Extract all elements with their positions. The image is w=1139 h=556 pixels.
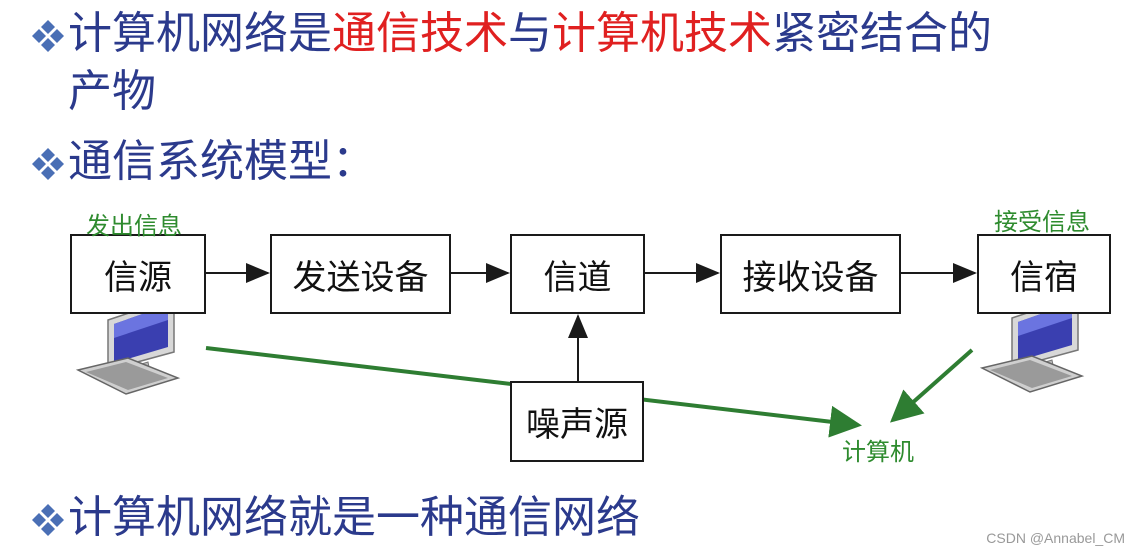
- bullet-line-2: 通信系统模型：: [28, 134, 376, 190]
- label-send-info: 发出信息: [86, 212, 182, 240]
- green-arrow-sink-computer: [890, 348, 974, 423]
- box-source-label: 信源: [104, 257, 172, 298]
- desktop-computer-icon: [75, 296, 181, 395]
- box-receiver: 接收设备: [720, 234, 901, 314]
- bullet-line-1-cont: 产物: [68, 64, 156, 120]
- box-channel-label: 信道: [543, 257, 612, 298]
- bullet-line-3: 计算机网络就是一种通信网络: [28, 490, 640, 546]
- box-source: 信源: [70, 234, 206, 314]
- box-transmitter-label: 发送设备: [292, 257, 429, 298]
- box-noise-label: 噪声源: [526, 405, 628, 445]
- box-sink: 信宿: [977, 234, 1111, 314]
- box-noise: 噪声源: [510, 381, 644, 462]
- bullet-1-continuation: 产物: [68, 66, 156, 117]
- bullet-1-text-c: 紧密结合的: [772, 8, 992, 59]
- diamond-bullet-icon: [32, 20, 64, 52]
- bullet-1-highlight-computer: 计算机技术: [552, 8, 772, 59]
- bullet-1-highlight-comm: 通信技术: [332, 8, 508, 59]
- box-channel: 信道: [510, 234, 645, 314]
- bullet-2-text: 通信系统模型：: [68, 136, 376, 187]
- box-sink-label: 信宿: [1010, 257, 1078, 298]
- bullet-1-text-a: 计算机网络是: [68, 8, 332, 59]
- diamond-bullet-icon: [32, 148, 64, 180]
- watermark: CSDN @Annabel_CM: [986, 530, 1125, 546]
- box-receiver-label: 接收设备: [742, 257, 879, 298]
- bullet-line-1: 计算机网络是通信技术与计算机技术紧密结合的: [28, 6, 992, 62]
- bullet-3-text: 计算机网络就是一种通信网络: [68, 492, 640, 543]
- label-receive-info: 接受信息: [994, 208, 1090, 236]
- box-transmitter: 发送设备: [270, 234, 451, 314]
- label-computer: 计算机: [842, 438, 914, 466]
- desktop-computer-icon: [979, 294, 1085, 393]
- bullet-1-text-b: 与: [508, 8, 552, 59]
- diamond-bullet-icon: [32, 504, 64, 536]
